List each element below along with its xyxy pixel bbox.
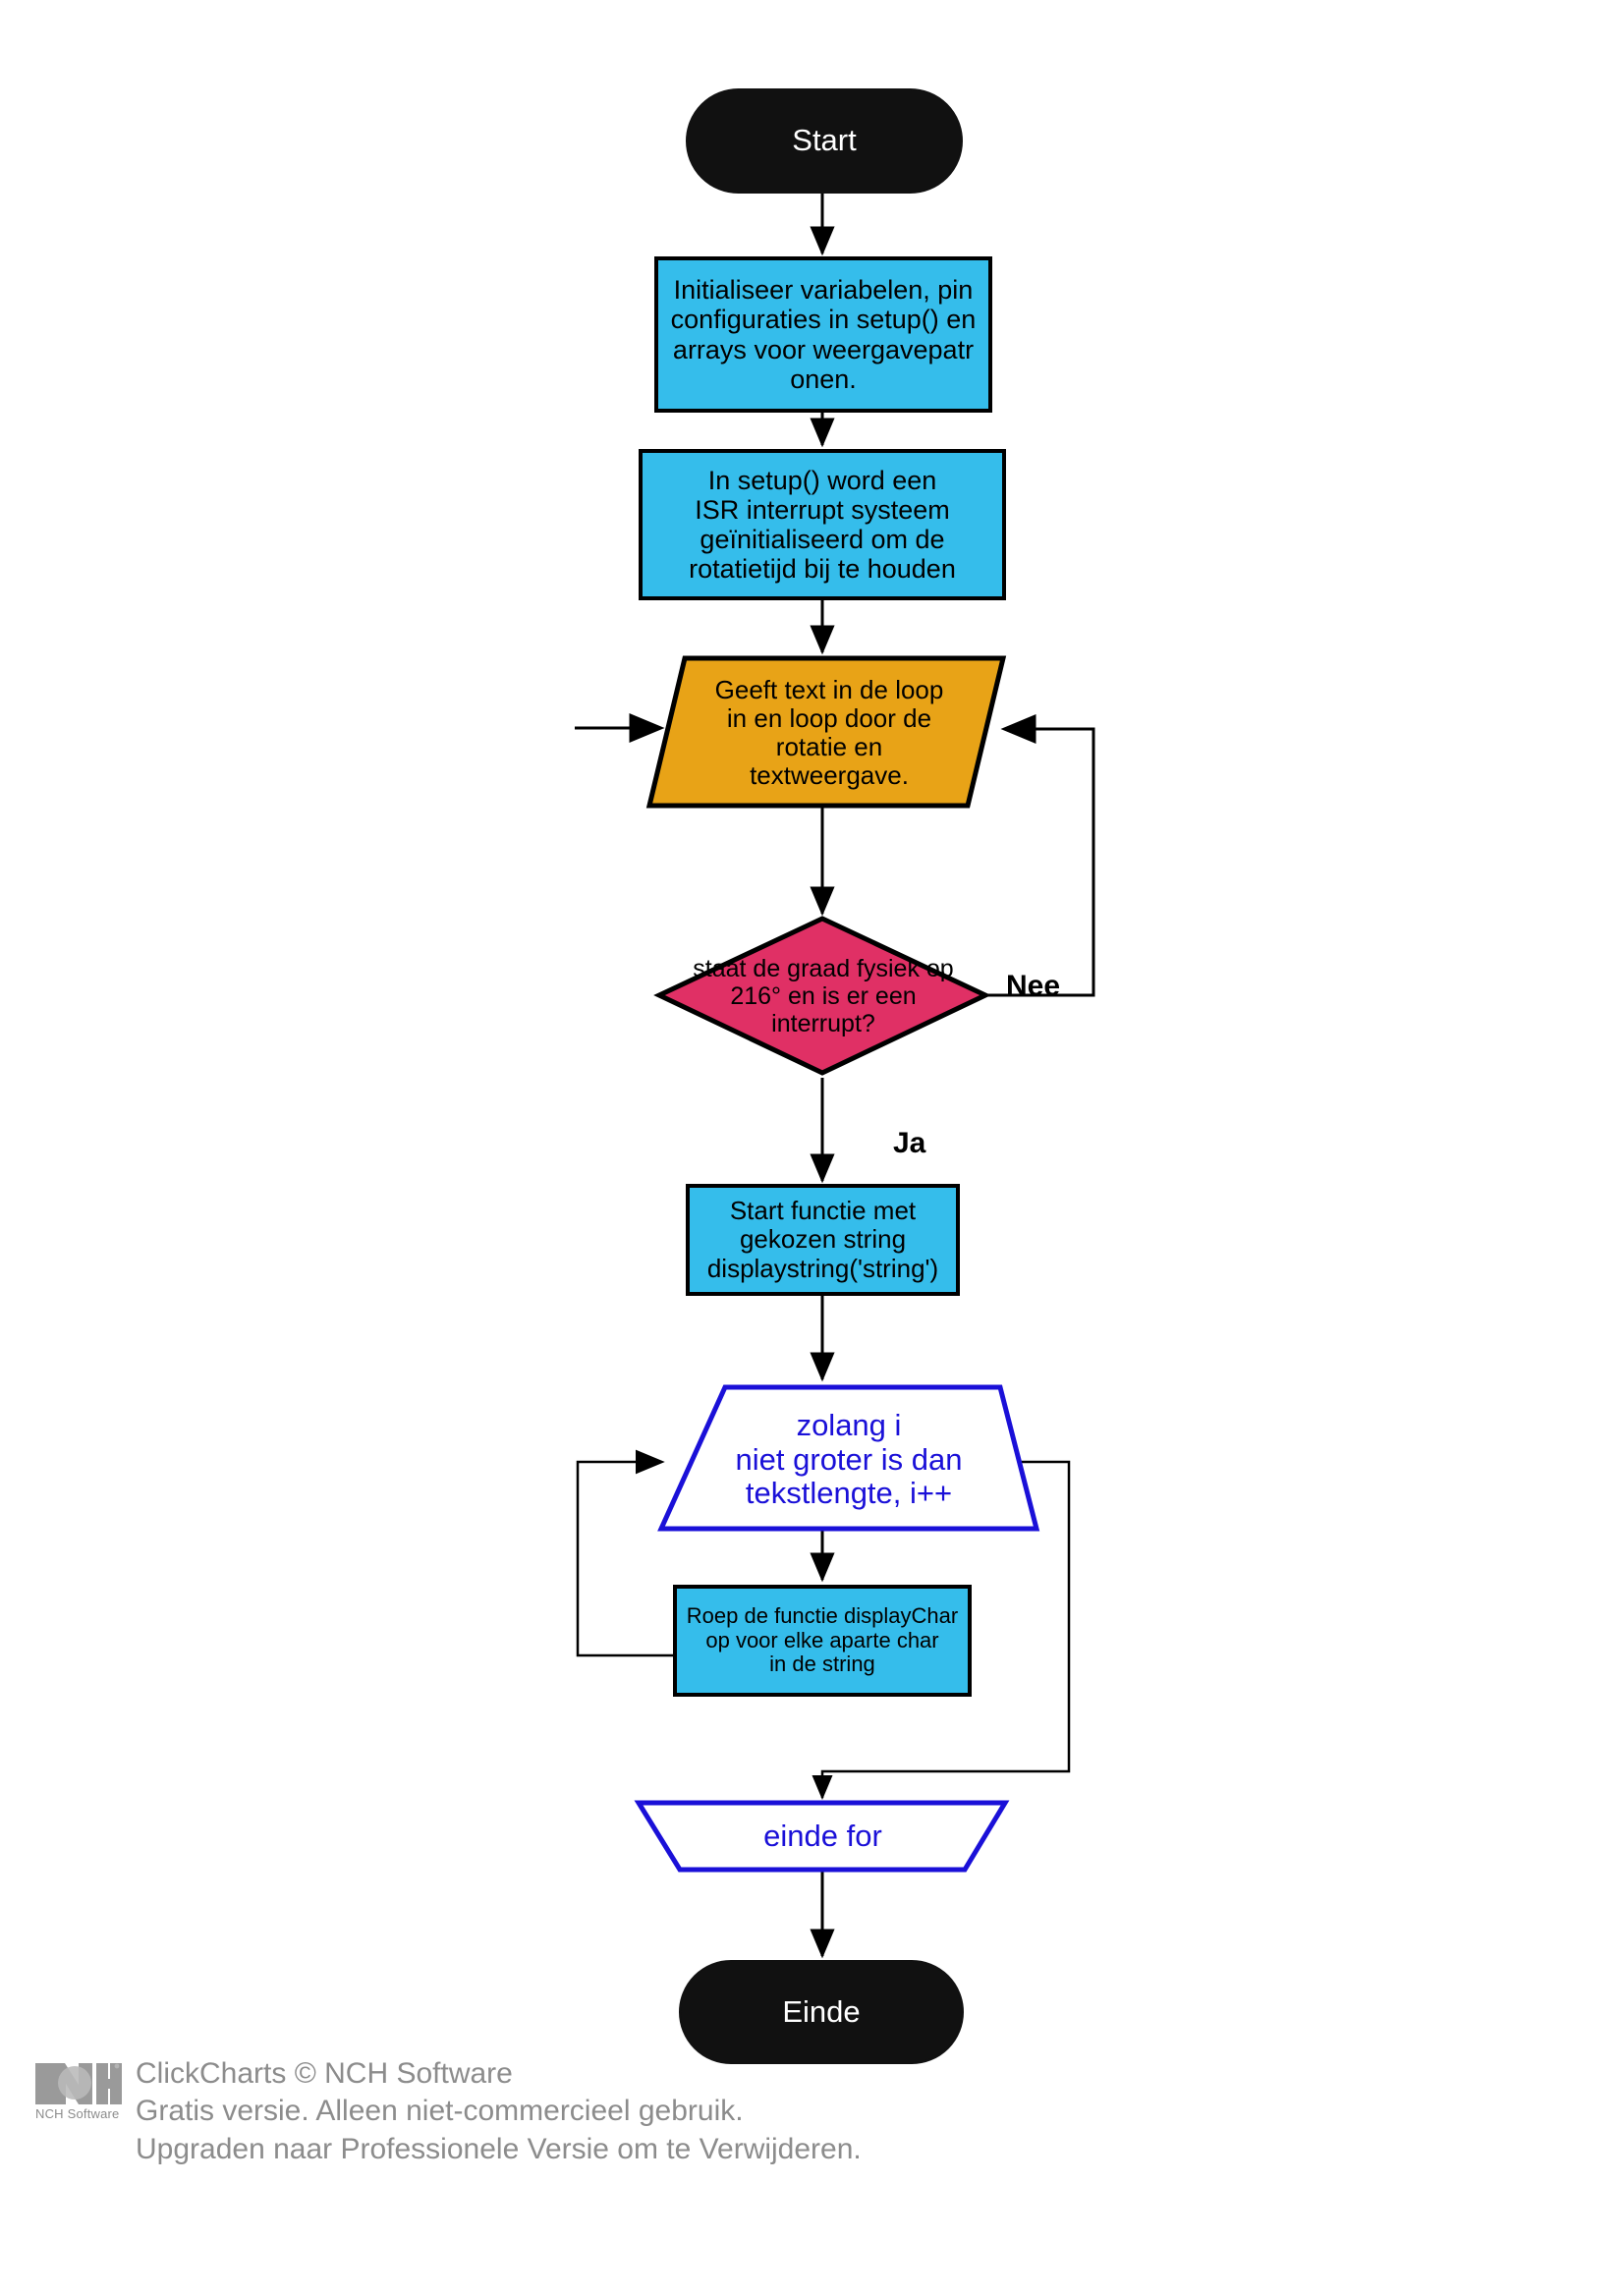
node-decision-shape[interactable] — [653, 916, 991, 1076]
nch-logo-icon — [35, 2063, 122, 2104]
edge-displaychar-forstart — [576, 1449, 676, 1657]
node-isr-shape[interactable] — [639, 449, 1006, 600]
connector-layer — [575, 193, 1095, 1959]
node-startfunc-shape[interactable] — [686, 1184, 960, 1296]
edge-label-ja: Ja — [893, 1127, 926, 1159]
nch-footer-text: ClickCharts © NCH Software Gratis versie… — [136, 2055, 862, 2168]
node-start-shape[interactable] — [686, 88, 963, 194]
node-displaychar-shape[interactable] — [673, 1585, 972, 1697]
node-forstart-shape[interactable] — [657, 1384, 1040, 1532]
node-forend-shape[interactable] — [634, 1800, 1010, 1873]
node-loop-shape[interactable] — [645, 655, 1007, 809]
nch-watermark: NCH Software ClickCharts © NCH Software … — [35, 2055, 862, 2168]
edge-forstart-forend — [812, 1460, 1071, 1801]
footer-line-3: Upgraden naar Professionele Versie om te… — [136, 2132, 862, 2165]
edge-decision-loop-nee — [986, 714, 1095, 997]
nch-logo: NCH Software — [35, 2063, 122, 2121]
nch-logo-wordmark: NCH Software — [35, 2106, 120, 2121]
edge-label-nee: Nee — [1006, 970, 1061, 1002]
footer-line-1: ClickCharts © NCH Software — [136, 2057, 513, 2090]
node-init-shape[interactable] — [654, 256, 992, 413]
footer-line-2: Gratis versie. Alleen niet-commercieel g… — [136, 2095, 744, 2128]
node-einde-shape[interactable] — [679, 1960, 964, 2064]
